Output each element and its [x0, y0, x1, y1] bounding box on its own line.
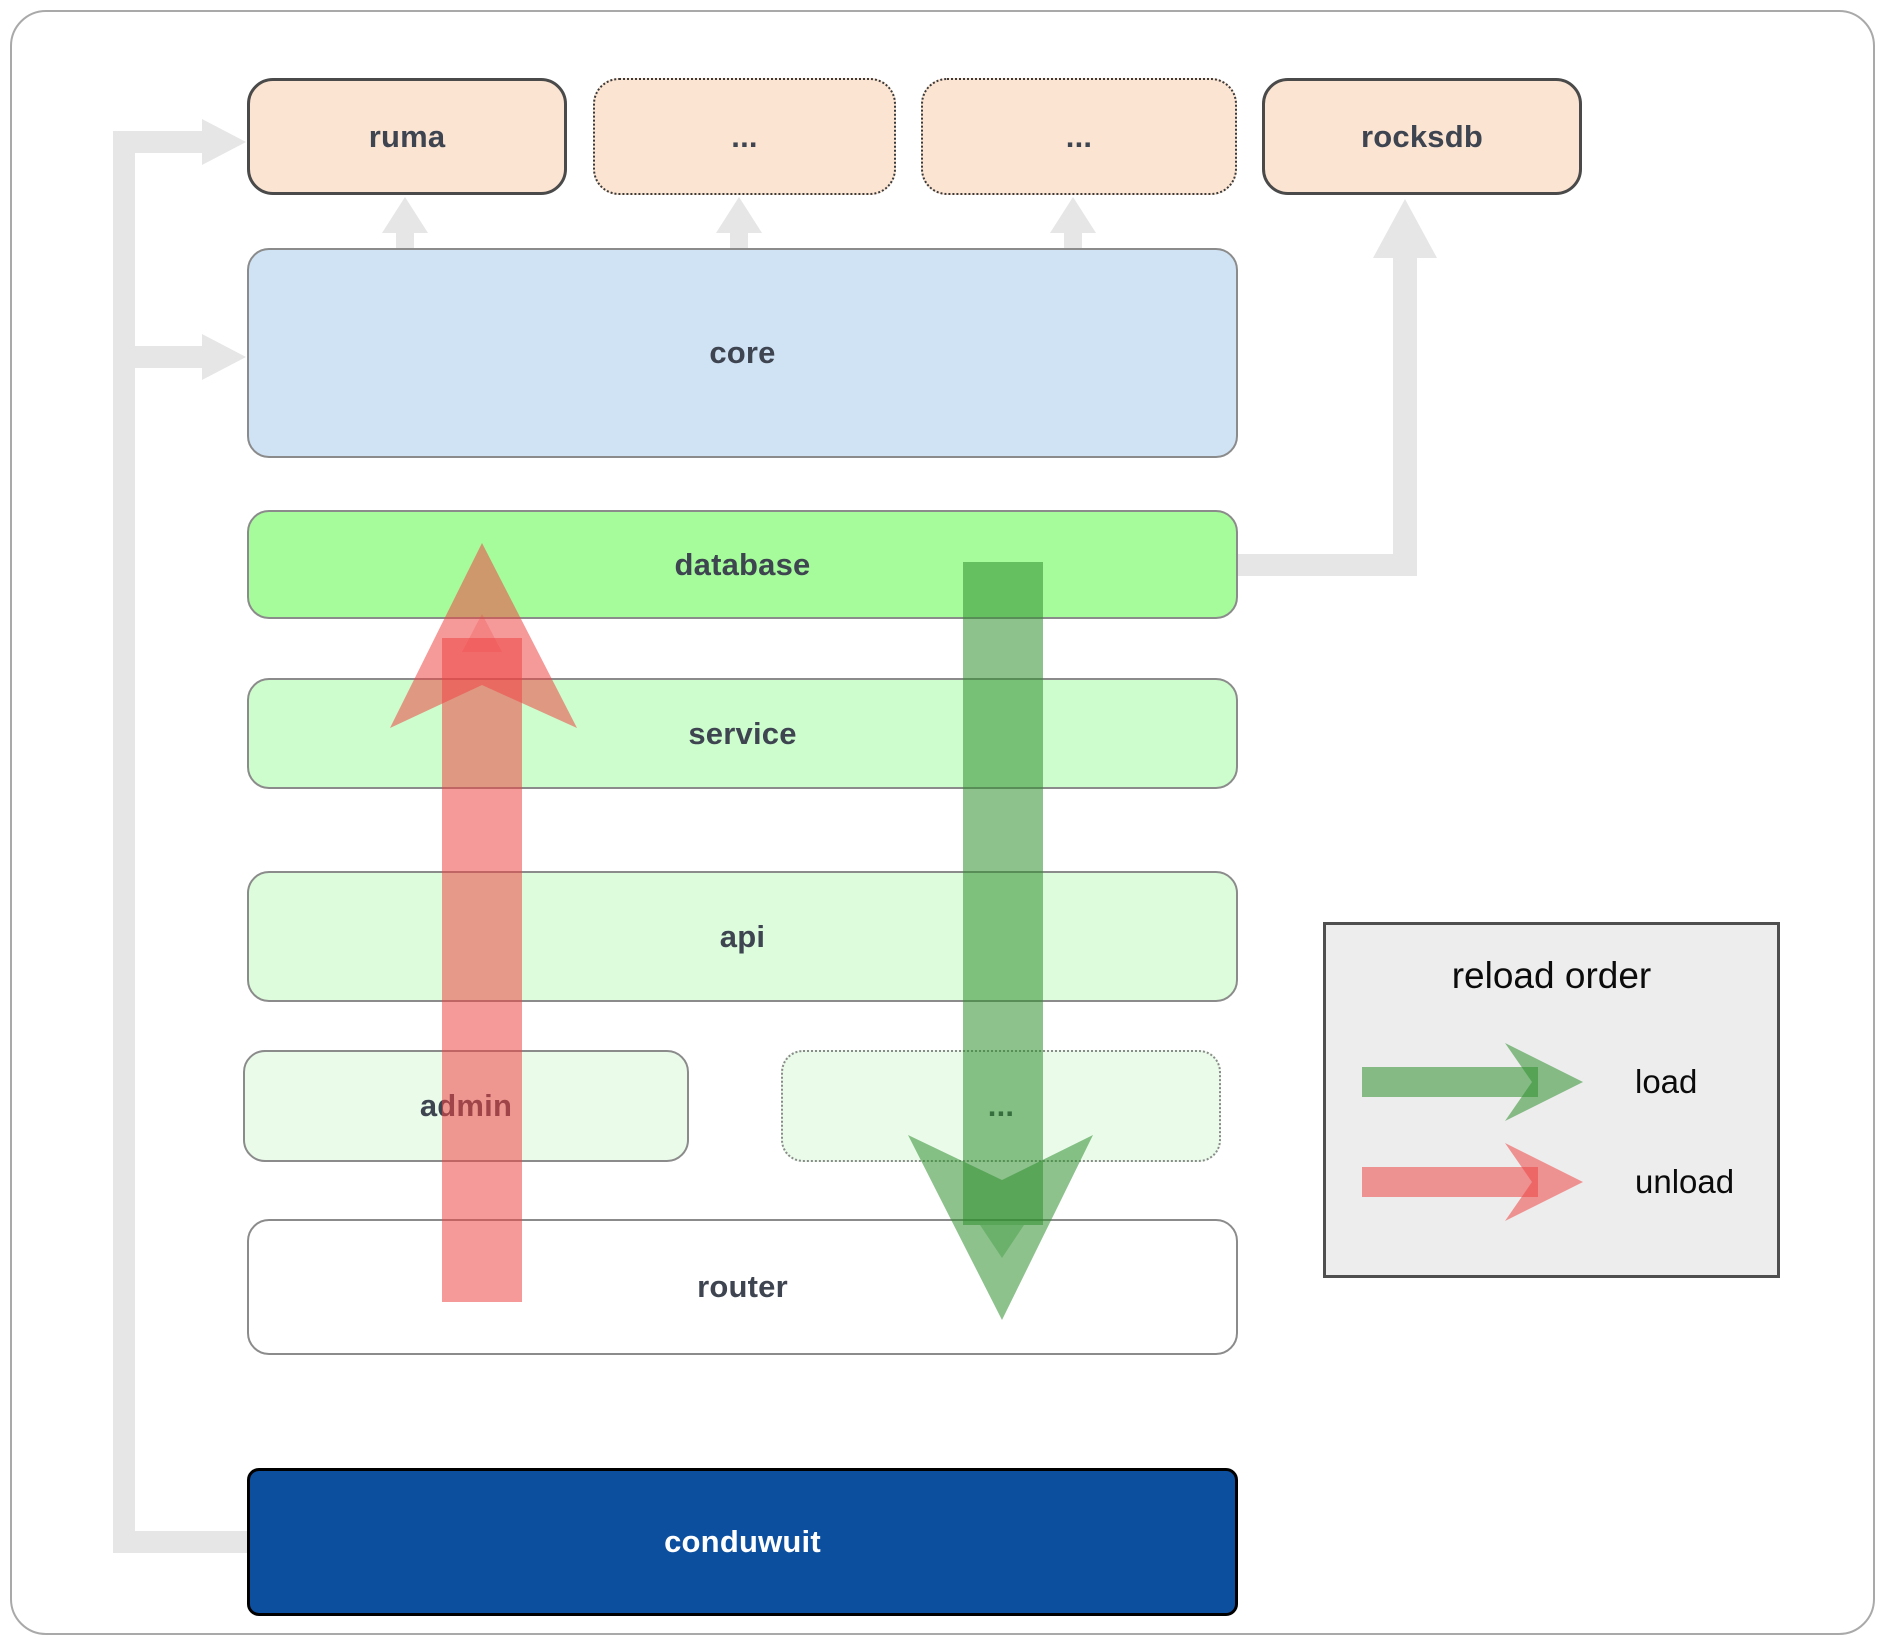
unload-inner-marker-icon: [462, 614, 502, 652]
node-database: database: [247, 510, 1238, 619]
db-elbow-horizontal: [1238, 554, 1417, 576]
ruma-branch-line: [113, 131, 205, 153]
legend-load-label: load: [1635, 1063, 1698, 1100]
load-arrow-shaft: [963, 562, 1043, 1225]
up-arrowhead-icon: [716, 197, 762, 233]
core-branch-line: [135, 346, 205, 368]
up-arrow-shaft: [1064, 230, 1082, 250]
conduwuit-to-ruma-core-connector: [113, 119, 247, 1553]
up-arrow-shaft: [396, 230, 414, 250]
node-router: router: [247, 1219, 1238, 1355]
node-external-2: ...: [921, 78, 1237, 195]
load-inner-marker-icon: [980, 1225, 1024, 1258]
load-arrow-icon: [1362, 1043, 1583, 1121]
ruma-arrowhead-icon: [202, 119, 246, 165]
node-external-2-label: ...: [1065, 118, 1093, 154]
up-arrow-shaft: [730, 230, 748, 250]
unload-arrow-shaft: [442, 638, 522, 1302]
load-arrowhead-icon: [908, 1135, 1093, 1320]
db-elbow-vertical: [1393, 255, 1417, 576]
legend-unload-label: unload: [1635, 1163, 1735, 1200]
legend-row-unload: unload: [1359, 1142, 1734, 1222]
node-external-1-label: ...: [731, 118, 758, 154]
node-service-label: service: [688, 715, 797, 751]
unload-arrowhead-icon: [390, 543, 577, 728]
unload-arrow: [390, 543, 577, 1302]
up-arrowhead-icon: [382, 197, 428, 233]
node-core: core: [247, 248, 1238, 458]
rocksdb-arrowhead-icon: [1373, 199, 1437, 258]
node-rocksdb: rocksdb: [1262, 78, 1582, 195]
node-router-label: router: [697, 1269, 788, 1304]
core-arrowhead-icon: [202, 334, 246, 380]
legend-row-load: load: [1359, 1042, 1697, 1122]
database-to-rocksdb-connector: [1238, 199, 1437, 576]
left-vertical-line: [113, 133, 135, 1553]
load-arrow: [908, 562, 1093, 1320]
legend-title: reload order: [1451, 955, 1652, 996]
unload-arrow-icon: [1362, 1143, 1583, 1221]
legend-reload-order: reload order: [1323, 922, 1780, 1278]
node-api-label: api: [719, 918, 766, 954]
node-rocksdb-label: rocksdb: [1361, 118, 1483, 154]
node-external-1: ...: [593, 78, 896, 195]
node-conduwuit: conduwuit: [247, 1468, 1238, 1616]
core-to-externals-arrows: [382, 197, 1096, 250]
node-conduwuit-label: conduwuit: [664, 1524, 821, 1559]
node-api: api: [247, 871, 1238, 1002]
node-ruma-label: ruma: [368, 118, 446, 154]
node-ruma: ruma: [247, 78, 567, 195]
node-database-label: database: [674, 546, 811, 582]
node-core-label: core: [709, 335, 776, 370]
up-arrowhead-icon: [1050, 197, 1096, 233]
conduwuit-branch-line: [113, 1531, 247, 1553]
